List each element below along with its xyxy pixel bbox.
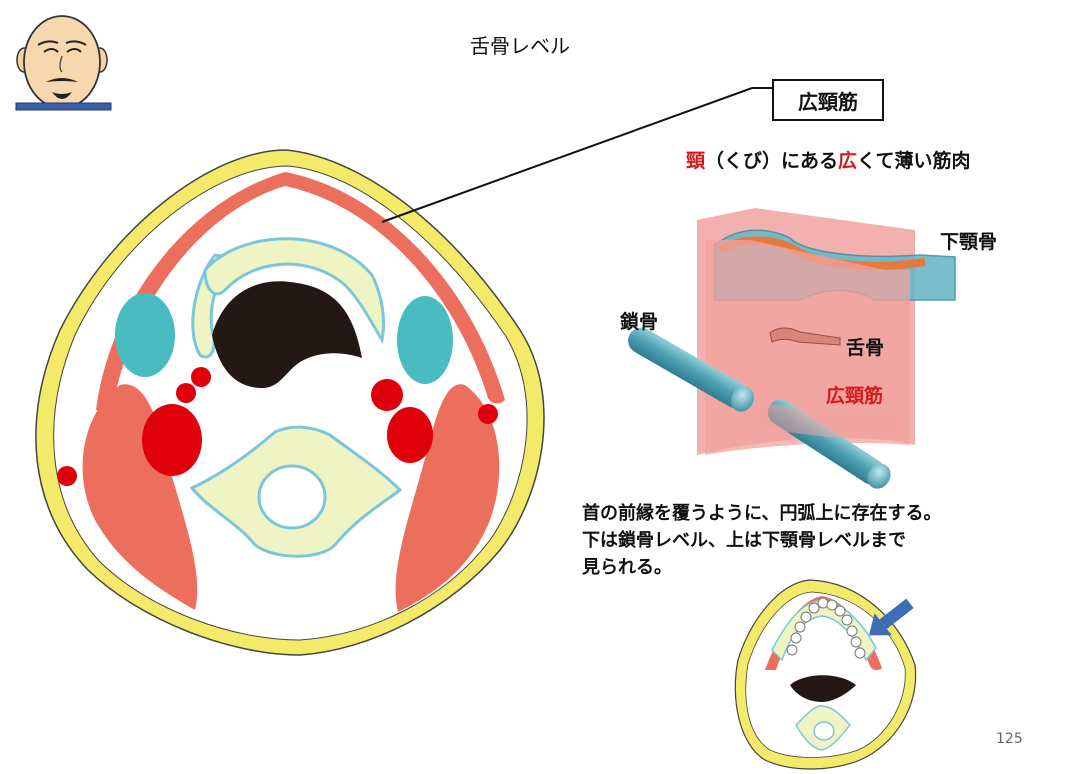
vessel-right-large <box>387 407 433 463</box>
pointer-arrow <box>868 598 914 636</box>
airway <box>212 281 362 388</box>
hyoid-bone <box>769 327 841 346</box>
vessel-left-outer <box>57 466 77 486</box>
definition-part-1: 頸 <box>686 150 706 172</box>
platysma-3d-diagram <box>628 208 956 489</box>
definition-part-2: （くび）にある <box>705 150 839 172</box>
vessel-right-small <box>371 379 403 411</box>
slide-title: 舌骨レベル <box>470 34 570 58</box>
hyoid-label: 舌骨 <box>846 337 885 359</box>
vessel-left-large <box>142 404 202 476</box>
teeth-row <box>786 597 866 659</box>
scm-left <box>82 384 198 610</box>
leader-line <box>381 87 772 223</box>
description-line-1: 首の前縁を覆うように、円弧上に存在する。 <box>582 503 942 524</box>
platysma-arc <box>96 172 505 412</box>
platysma-label-text: 広頸筋 <box>798 89 858 114</box>
head-level-icon <box>15 15 112 111</box>
definition-part-3: 広 <box>838 150 858 172</box>
platysma-sheet-front <box>705 240 910 455</box>
description-line-2: 下は鎖骨レベル、上は下顎骨レベルまで <box>582 530 906 551</box>
hyoid-body <box>203 237 386 345</box>
muscle-left <box>115 293 175 377</box>
vessel-left-small-1 <box>191 367 211 387</box>
clavicle-left <box>628 327 754 412</box>
clavicle-label: 鎖骨 <box>620 311 659 333</box>
definition-part-4: くて薄い筋肉 <box>857 150 971 172</box>
platysma-definition: 頸（くび）にある広くて薄い筋肉 <box>686 146 970 173</box>
page-number: 125 <box>996 731 1023 747</box>
mandible-label: 下顎骨 <box>940 231 998 253</box>
muscle-right <box>397 296 453 384</box>
description-text: 首の前縁を覆うように、円弧上に存在する。 下は鎖骨レベル、上は下顎骨レベルまで … <box>582 500 1022 581</box>
description-line-3: 見られる。 <box>582 557 672 578</box>
thumbnail-cross-section <box>734 579 917 770</box>
platysma-diagram-label: 広頸筋 <box>826 385 884 407</box>
neck-cross-section <box>35 149 545 656</box>
vessel-left-small-2 <box>176 383 196 403</box>
platysma-label-box: 広頸筋 <box>772 79 884 121</box>
scm-right <box>395 384 500 612</box>
vessel-right-outer <box>478 404 498 424</box>
